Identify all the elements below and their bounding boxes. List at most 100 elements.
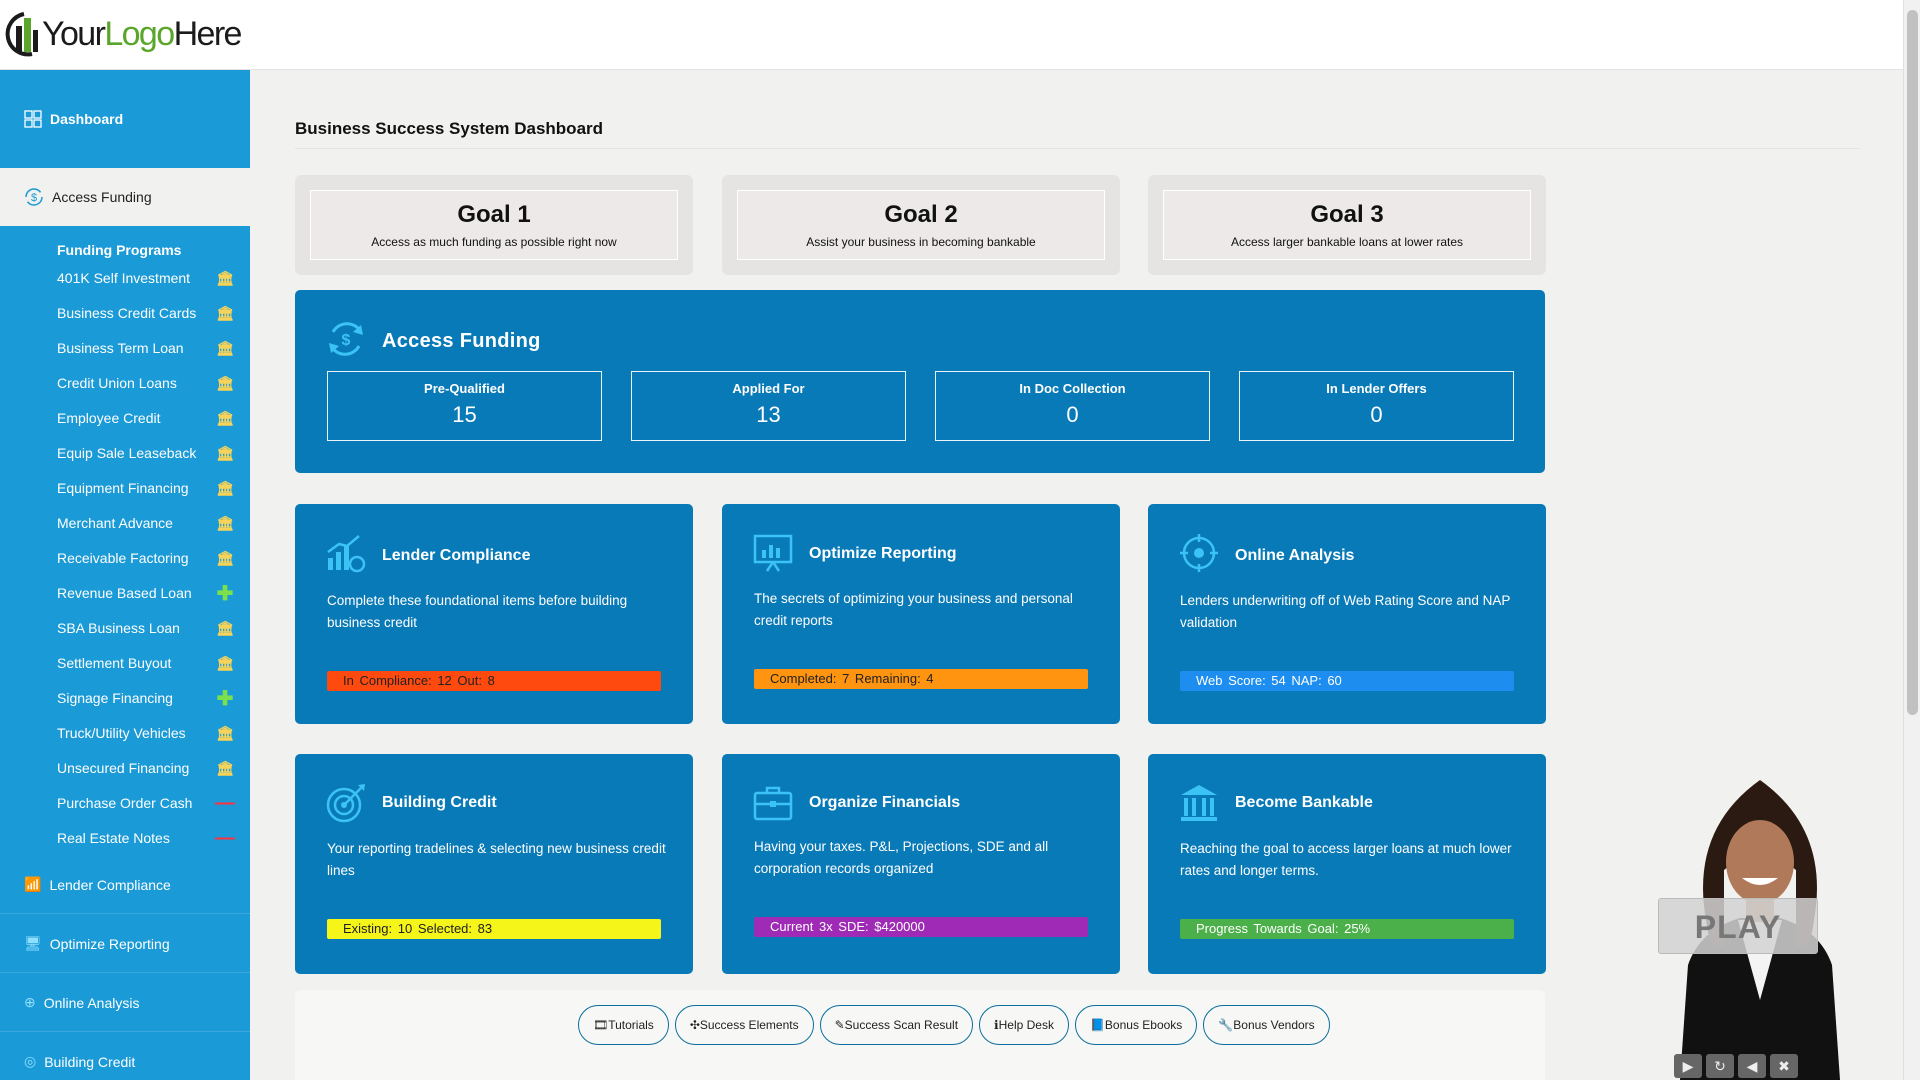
sidebar-item-online-analysis[interactable]: ⊕Online Analysis [0,974,250,1032]
goal-card: Goal 1 Access as much funding as possibl… [295,175,693,275]
card-organize-financials[interactable]: Organize Financials Having your taxes. P… [722,754,1120,974]
funding-program-item[interactable]: Unsecured Financing🏛 [57,758,247,778]
funding-program-item[interactable]: Employee Credit 🏛 [57,408,247,428]
sidebar-item-access-funding[interactable]: $ Access Funding [10,168,250,226]
funding-program-item[interactable]: Signage Financing ✚ [57,687,247,710]
card-progress-bar: Progress Towards Goal: 25% [1180,919,1514,939]
card-lender-compliance[interactable]: Lender Compliance Complete these foundat… [295,504,693,724]
bonus-vendors-button[interactable]: 🔧Bonus Vendors [1203,1005,1330,1045]
sidebar-item-lender-compliance[interactable]: 📶Lender Compliance [0,856,250,914]
minus-icon: — [215,826,235,849]
replay-icon[interactable]: ↻ [1706,1054,1734,1078]
funding-program-label: Purchase Order Cash [57,795,193,811]
bank-icon: 🏛 [216,654,234,671]
target-crosshair-icon [1180,534,1218,572]
plus-icon: ✚ [216,582,234,605]
funding-program-item[interactable]: Business Term Loan🏛 [57,338,247,358]
card-progress-bar: Completed: 7 Remaining: 4 [754,669,1088,689]
card-progress-bar: Web Score: 54 NAP: 60 [1180,671,1514,691]
stat-applied-for[interactable]: Applied For 13 [631,371,906,441]
funding-program-item[interactable]: Merchant Advance 🏛 [57,513,247,533]
stat-in-doc-collection[interactable]: In Doc Collection 0 [935,371,1210,441]
funding-program-item[interactable]: Equip Sale Leaseback🏛 [57,443,247,463]
access-funding-panel[interactable]: $ Access Funding Pre-Qualified 15 Applie… [295,290,1545,473]
stat-value: 13 [756,402,781,427]
bank-icon: 🏛 [216,409,234,426]
funding-program-label: Employee Credit [57,410,161,426]
logo-text: YourLogoHere [42,14,242,53]
funding-program-item[interactable]: Settlement Buyout🏛 [57,653,247,673]
plus-icon: ✚ [216,687,234,710]
funding-programs-submenu [0,226,250,926]
card-online-analysis[interactable]: Online Analysis Lenders underwriting off… [1148,504,1546,724]
goal-title: Goal 2 [884,201,958,228]
bank-icon: 🏛 [216,514,234,531]
card-description: Your reporting tradelines & selecting ne… [327,841,666,878]
video-presenter-avatar[interactable] [1610,770,1910,1080]
target-crosshair-icon: ⊕ [24,994,36,1010]
brand-logo[interactable]: YourLogoHere [2,8,242,60]
funding-program-item[interactable]: Credit Union Loans🏛 [57,373,247,393]
card-title: Organize Financials [809,794,961,811]
funding-program-item[interactable]: Truck/Utility Vehicles🏛 [57,723,247,743]
volume-icon[interactable]: ◀ [1738,1054,1766,1078]
sidebar-item-building-credit[interactable]: ◎Building Credit [0,1033,250,1080]
video-play-button[interactable]: PLAY [1658,898,1818,954]
info-icon: ℹ [994,1018,999,1032]
bank-icon: 🏛 [216,444,234,461]
success-scan-result-button[interactable]: ✎ Success Scan Result [819,1005,974,1045]
goal-title: Goal 3 [1310,201,1384,228]
card-description: Lenders underwriting off of Web Rating S… [1180,593,1511,630]
stat-label: Applied For [732,381,805,396]
stat-in-lender-offers[interactable]: In Lender Offers 0 [1239,371,1514,441]
card-description: Reaching the goal to access larger loans… [1180,841,1512,878]
funding-program-item[interactable]: Purchase Order Cash — [57,791,247,814]
funding-program-item[interactable]: Business Credit Cards🏛 [57,303,247,323]
funding-program-item[interactable]: Revenue Based Loan✚ [57,582,247,605]
page-title: Business Success System Dashboard [295,119,604,138]
bank-icon: 🏛 [216,304,234,321]
card-progress-bar: Current 3x SDE: $420000 [754,917,1088,937]
wrench-icon: 🔧 [1218,1018,1234,1032]
scrollbar-thumb[interactable] [1907,10,1918,715]
book-icon: 📘 [1089,1018,1105,1032]
funding-program-label: Merchant Advance [57,515,173,531]
sidebar-item-dashboard[interactable]: Dashboard [0,70,250,168]
minus-icon: — [215,791,235,814]
funding-programs-heading: Funding Programs [57,242,182,258]
button-label: Bonus Vendors [1233,1018,1315,1032]
tutorials-button[interactable]: 🎞Tutorials [578,1005,669,1045]
bank-icon: 🏛 [216,724,234,741]
goal-card-inner: Goal 2 Assist your business in becoming … [737,190,1105,260]
growth-chart-icon: 📶 [24,876,42,892]
bonus-ebooks-button[interactable]: 📘Bonus Ebooks [1074,1005,1198,1045]
button-label: Success Elements [699,1018,799,1032]
card-optimize-reporting[interactable]: Optimize Reporting The secrets of optimi… [722,504,1120,724]
funding-program-item[interactable]: Receivable Factoring🏛 [57,548,247,568]
funding-cycle-icon: $ [25,188,43,206]
vertical-scrollbar[interactable] [1903,0,1920,1080]
presentation-board-icon: 🖥 [24,935,42,951]
goal-card-inner: Goal 3 Access larger bankable loans at l… [1163,190,1531,260]
play-icon[interactable]: ▶ [1674,1054,1702,1078]
funding-program-item[interactable]: SBA Business Loan🏛 [57,618,247,638]
goal-subtitle: Access larger bankable loans at lower ra… [1230,235,1464,249]
card-building-credit[interactable]: Building Credit Your reporting tradeline… [295,754,693,974]
success-elements-button[interactable]: ✣Success Elements [674,1005,814,1045]
stat-label: In Lender Offers [1326,381,1427,396]
funding-program-item[interactable]: Equipment Financing🏛 [57,478,247,498]
sidebar-item-optimize-reporting[interactable]: 🖥Optimize Reporting [0,915,250,973]
funding-program-label: Signage Financing [57,690,173,706]
stat-pre-qualified[interactable]: Pre-Qualified 15 [327,371,602,441]
resource-buttons: 🎞Tutorials ✣Success Elements ✎ Success S… [578,1005,1330,1045]
target-arrow-icon [326,784,365,823]
stat-label: Pre-Qualified [424,381,505,396]
card-become-bankable[interactable]: Become Bankable Reaching the goal to acc… [1148,754,1546,974]
funding-program-item[interactable]: 401K Self Investment🏛 [57,268,247,288]
card-description: Complete these foundational items before… [327,593,628,630]
close-icon[interactable]: ✖ [1770,1054,1798,1078]
goal-subtitle: Access as much funding as possible right… [371,235,617,249]
funding-program-item[interactable]: Real Estate Notes— [57,826,247,849]
logo-building-icon [5,12,38,57]
